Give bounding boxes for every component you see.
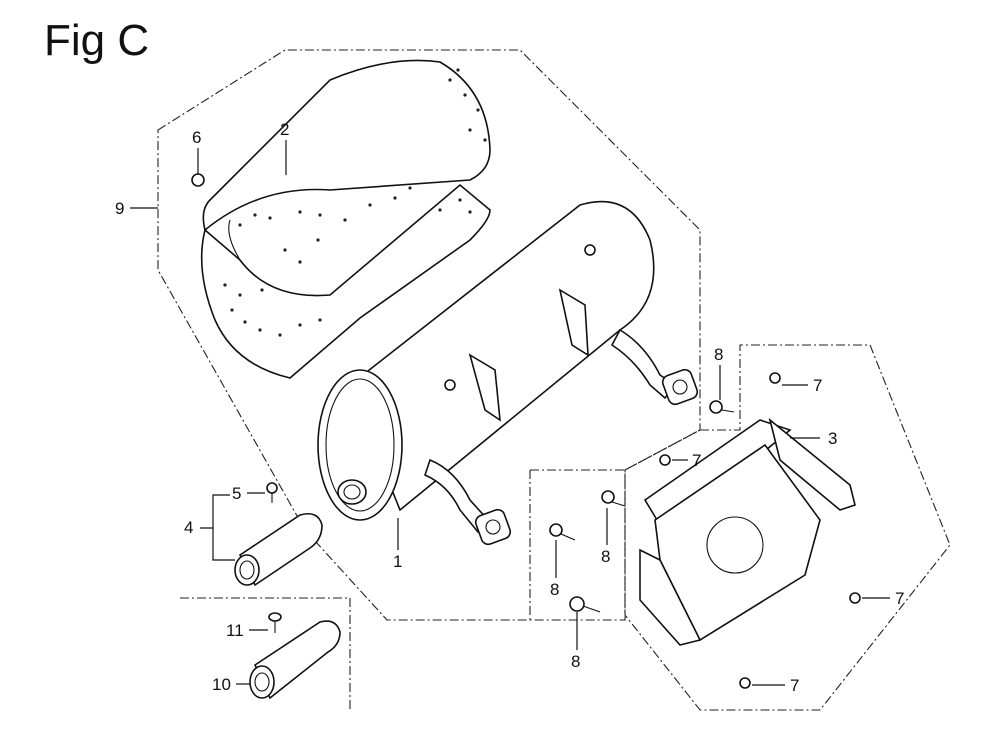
callout-1: 1: [393, 552, 402, 571]
callout-5: 5: [232, 484, 241, 503]
callout-8-c: 8: [571, 652, 580, 671]
callout-2: 2: [280, 120, 289, 139]
leader-4b: [212, 528, 235, 561]
spark-arrester: [249, 620, 341, 700]
bolt-7-b: [659, 454, 671, 466]
screw-part-11: [268, 612, 282, 633]
heat-protector: [200, 59, 491, 379]
muffler-body: [317, 200, 699, 546]
callout-6: 6: [192, 128, 201, 147]
callout-7-c: 7: [895, 589, 904, 608]
leader-4: [200, 494, 230, 529]
bolt-7-c: [849, 592, 861, 604]
callout-7-b: 7: [692, 451, 701, 470]
bracket-group-boundary: [624, 344, 951, 711]
figure-title: Fig C: [44, 16, 150, 65]
callout-4: 4: [184, 518, 193, 537]
bolt-7-d: [739, 677, 751, 689]
callout-7-d: 7: [790, 676, 799, 695]
callout-10: 10: [212, 675, 231, 694]
tail-pipe: [234, 512, 323, 587]
muffler-bracket: [639, 417, 856, 646]
callout-8-upper: 8: [714, 345, 723, 364]
callout-3: 3: [828, 429, 837, 448]
bolt-8-c: [569, 596, 601, 613]
callout-9: 9: [115, 199, 124, 218]
bolt-8-upper: [709, 400, 735, 414]
callout-7-a: 7: [813, 376, 822, 395]
screw-part-5: [266, 482, 278, 503]
bolt-7-a: [769, 372, 781, 384]
callout-8-b: 8: [550, 580, 559, 599]
nut-part-6: [191, 173, 205, 187]
bolt-8-b: [549, 523, 576, 541]
callout-8-a: 8: [601, 547, 610, 566]
callout-11: 11: [226, 621, 244, 640]
bolt-8-a: [601, 490, 626, 507]
spark-arrester-boundary: [180, 597, 351, 710]
